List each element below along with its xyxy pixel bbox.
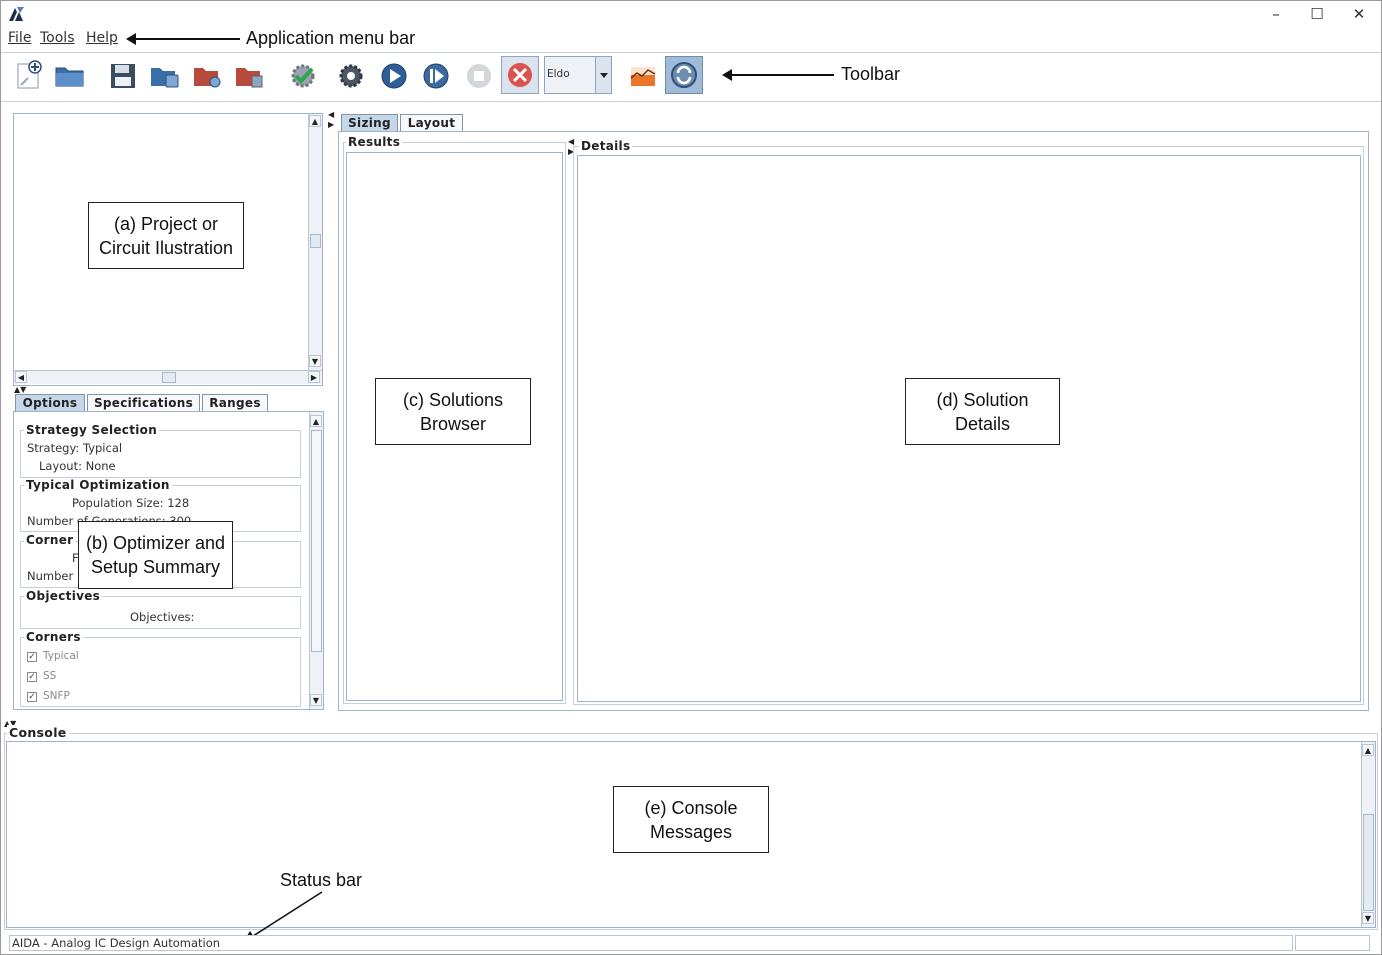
scroll-thumb[interactable] xyxy=(311,430,322,652)
project-panel: ▲ ▼ ◀ ▶ xyxy=(13,113,323,386)
save-icon[interactable] xyxy=(105,58,141,94)
step-icon[interactable] xyxy=(418,58,454,94)
strategy-title: Strategy Selection xyxy=(24,423,160,437)
strategy-value: Strategy: Typical xyxy=(27,441,123,455)
status-bar-text: AIDA - Analog IC Design Automation xyxy=(9,935,1293,951)
objectives-value: Objectives: xyxy=(130,610,195,624)
status-bar-field xyxy=(1295,935,1370,951)
menu-file[interactable]: File xyxy=(8,30,32,46)
scroll-down-icon[interactable]: ▼ xyxy=(309,355,321,367)
console-vertical-scrollbar[interactable]: ▲ ▼ xyxy=(1361,742,1375,927)
minimize-button[interactable]: – xyxy=(1272,5,1280,23)
annotation-arrowhead xyxy=(722,69,732,81)
solution-details-area[interactable] xyxy=(577,155,1361,702)
console-label: Console xyxy=(7,725,69,740)
corners-title: Corners xyxy=(24,630,83,644)
validate-icon[interactable] xyxy=(285,58,321,94)
tab-options[interactable]: Options xyxy=(15,394,85,412)
tab-layout[interactable]: Layout xyxy=(400,114,463,132)
corner-ss-checkbox[interactable]: ✓ xyxy=(27,672,37,682)
annotation-arrow xyxy=(128,38,240,40)
open-folder-icon[interactable] xyxy=(52,58,88,94)
solutions-browser[interactable] xyxy=(346,152,563,701)
corner-title: Corner xyxy=(24,533,76,547)
maximize-button[interactable]: ☐ xyxy=(1310,5,1324,23)
scroll-up-icon[interactable]: ▲ xyxy=(1362,744,1374,756)
corner-snfp-label: SNFP xyxy=(43,690,70,702)
objectives-title: Objectives xyxy=(24,589,103,603)
toolbar-annotation: Toolbar xyxy=(841,64,901,84)
chart-icon[interactable] xyxy=(625,58,661,94)
corner-number-partial: Number xyxy=(27,569,74,583)
strategy-group xyxy=(20,430,301,478)
tab-ranges[interactable]: Ranges xyxy=(202,394,268,412)
title-bar xyxy=(1,1,1381,27)
project-horizontal-scrollbar[interactable]: ◀ ▶ xyxy=(14,370,322,384)
typical-optimization-title: Typical Optimization xyxy=(24,478,172,492)
results-label: Results xyxy=(346,135,403,149)
scroll-thumb[interactable] xyxy=(162,372,176,383)
tab-sizing[interactable]: Sizing xyxy=(341,114,398,132)
scroll-up-icon[interactable]: ▲ xyxy=(309,115,321,127)
settings-gear-icon[interactable] xyxy=(333,58,369,94)
population-size: Population Size: 128 xyxy=(72,496,190,510)
refresh-button[interactable] xyxy=(665,56,703,94)
annotation-arrowhead xyxy=(126,33,136,45)
app-logo-icon xyxy=(8,5,26,23)
new-project-icon[interactable] xyxy=(12,58,48,94)
corner-typical-checkbox[interactable]: ✓ xyxy=(27,652,37,662)
scroll-thumb[interactable] xyxy=(1363,814,1374,911)
cancel-button[interactable] xyxy=(501,56,539,94)
menu-tools[interactable]: Tools xyxy=(40,30,75,46)
corners-group xyxy=(20,637,301,707)
toolbar-divider xyxy=(1,101,1381,102)
tab-specifications[interactable]: Specifications xyxy=(87,394,200,412)
objectives-group xyxy=(20,596,301,629)
details-label: Details xyxy=(579,139,633,153)
splitter-arrows-icon[interactable]: ▲▼ xyxy=(14,385,27,394)
annotation-arrow xyxy=(724,74,834,76)
corner-snfp-checkbox[interactable]: ✓ xyxy=(27,692,37,702)
splitter-arrows-icon[interactable]: ▲▼ xyxy=(4,719,17,728)
simulator-value: Eldo xyxy=(547,68,570,80)
scroll-down-icon[interactable]: ▼ xyxy=(1362,912,1374,924)
import-icon[interactable] xyxy=(232,58,268,94)
save-as-icon[interactable] xyxy=(147,58,183,94)
details-group xyxy=(573,146,1364,705)
project-vertical-scrollbar[interactable]: ▲ ▼ xyxy=(308,114,322,370)
scroll-up-icon[interactable]: ▲ xyxy=(310,415,322,427)
corner-typical-label: Typical xyxy=(43,650,79,662)
scroll-right-icon[interactable]: ▶ xyxy=(308,371,320,383)
results-group xyxy=(343,142,566,704)
menu-divider xyxy=(1,52,1381,53)
scroll-down-icon[interactable]: ▼ xyxy=(310,694,322,706)
splitter-arrows-icon[interactable]: ◀▶ xyxy=(568,137,575,156)
export-icon[interactable] xyxy=(190,58,226,94)
menu-help[interactable]: Help xyxy=(86,30,118,46)
simulator-dropdown[interactable]: Eldo xyxy=(544,56,612,94)
stop-icon[interactable] xyxy=(461,58,497,94)
corner-ss-label: SS xyxy=(43,670,57,682)
splitter-arrows-icon[interactable]: ◀▶ xyxy=(328,110,335,129)
console-group xyxy=(4,733,1378,930)
run-icon[interactable] xyxy=(376,58,412,94)
status-bar-annotation: Status bar xyxy=(280,870,363,890)
scroll-thumb[interactable] xyxy=(310,234,321,248)
options-vertical-scrollbar[interactable]: ▲ ▼ xyxy=(309,412,323,709)
close-window-button[interactable]: ✕ xyxy=(1352,5,1366,23)
corner-partial: F xyxy=(72,551,79,565)
refresh-icon xyxy=(671,62,697,88)
layout-value: Layout: None xyxy=(39,459,116,473)
scroll-left-icon[interactable]: ◀ xyxy=(15,371,27,383)
menu-bar-annotation: Application menu bar xyxy=(246,28,416,48)
chevron-down-icon[interactable] xyxy=(595,57,611,93)
